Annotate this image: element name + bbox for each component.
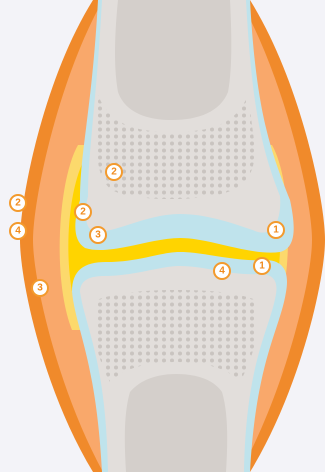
marker-left-4: 4 (10, 223, 26, 239)
marker-left-2-label: 2 (15, 198, 21, 209)
marker-left-4-label: 4 (15, 226, 21, 237)
lower-bone-shaft (125, 374, 227, 472)
marker-joint-4: 4 (214, 263, 230, 279)
marker-inner-2-label: 2 (80, 207, 86, 218)
marker-right-1a-label: 1 (273, 225, 279, 236)
marker-right-1b: 1 (254, 258, 270, 274)
upper-bone-shaft (115, 0, 231, 120)
marker-bone-2-label: 2 (111, 167, 117, 178)
marker-inner-3: 3 (90, 227, 106, 243)
marker-inner-3-label: 3 (95, 230, 101, 241)
marker-right-1b-label: 1 (259, 261, 265, 272)
marker-left-3-label: 3 (37, 283, 43, 294)
marker-left-2: 2 (10, 195, 26, 211)
marker-joint-4-label: 4 (219, 266, 225, 277)
marker-bone-2: 2 (106, 164, 122, 180)
marker-left-3: 3 (32, 280, 48, 296)
marker-right-1a: 1 (268, 222, 284, 238)
marker-inner-2: 2 (75, 204, 91, 220)
